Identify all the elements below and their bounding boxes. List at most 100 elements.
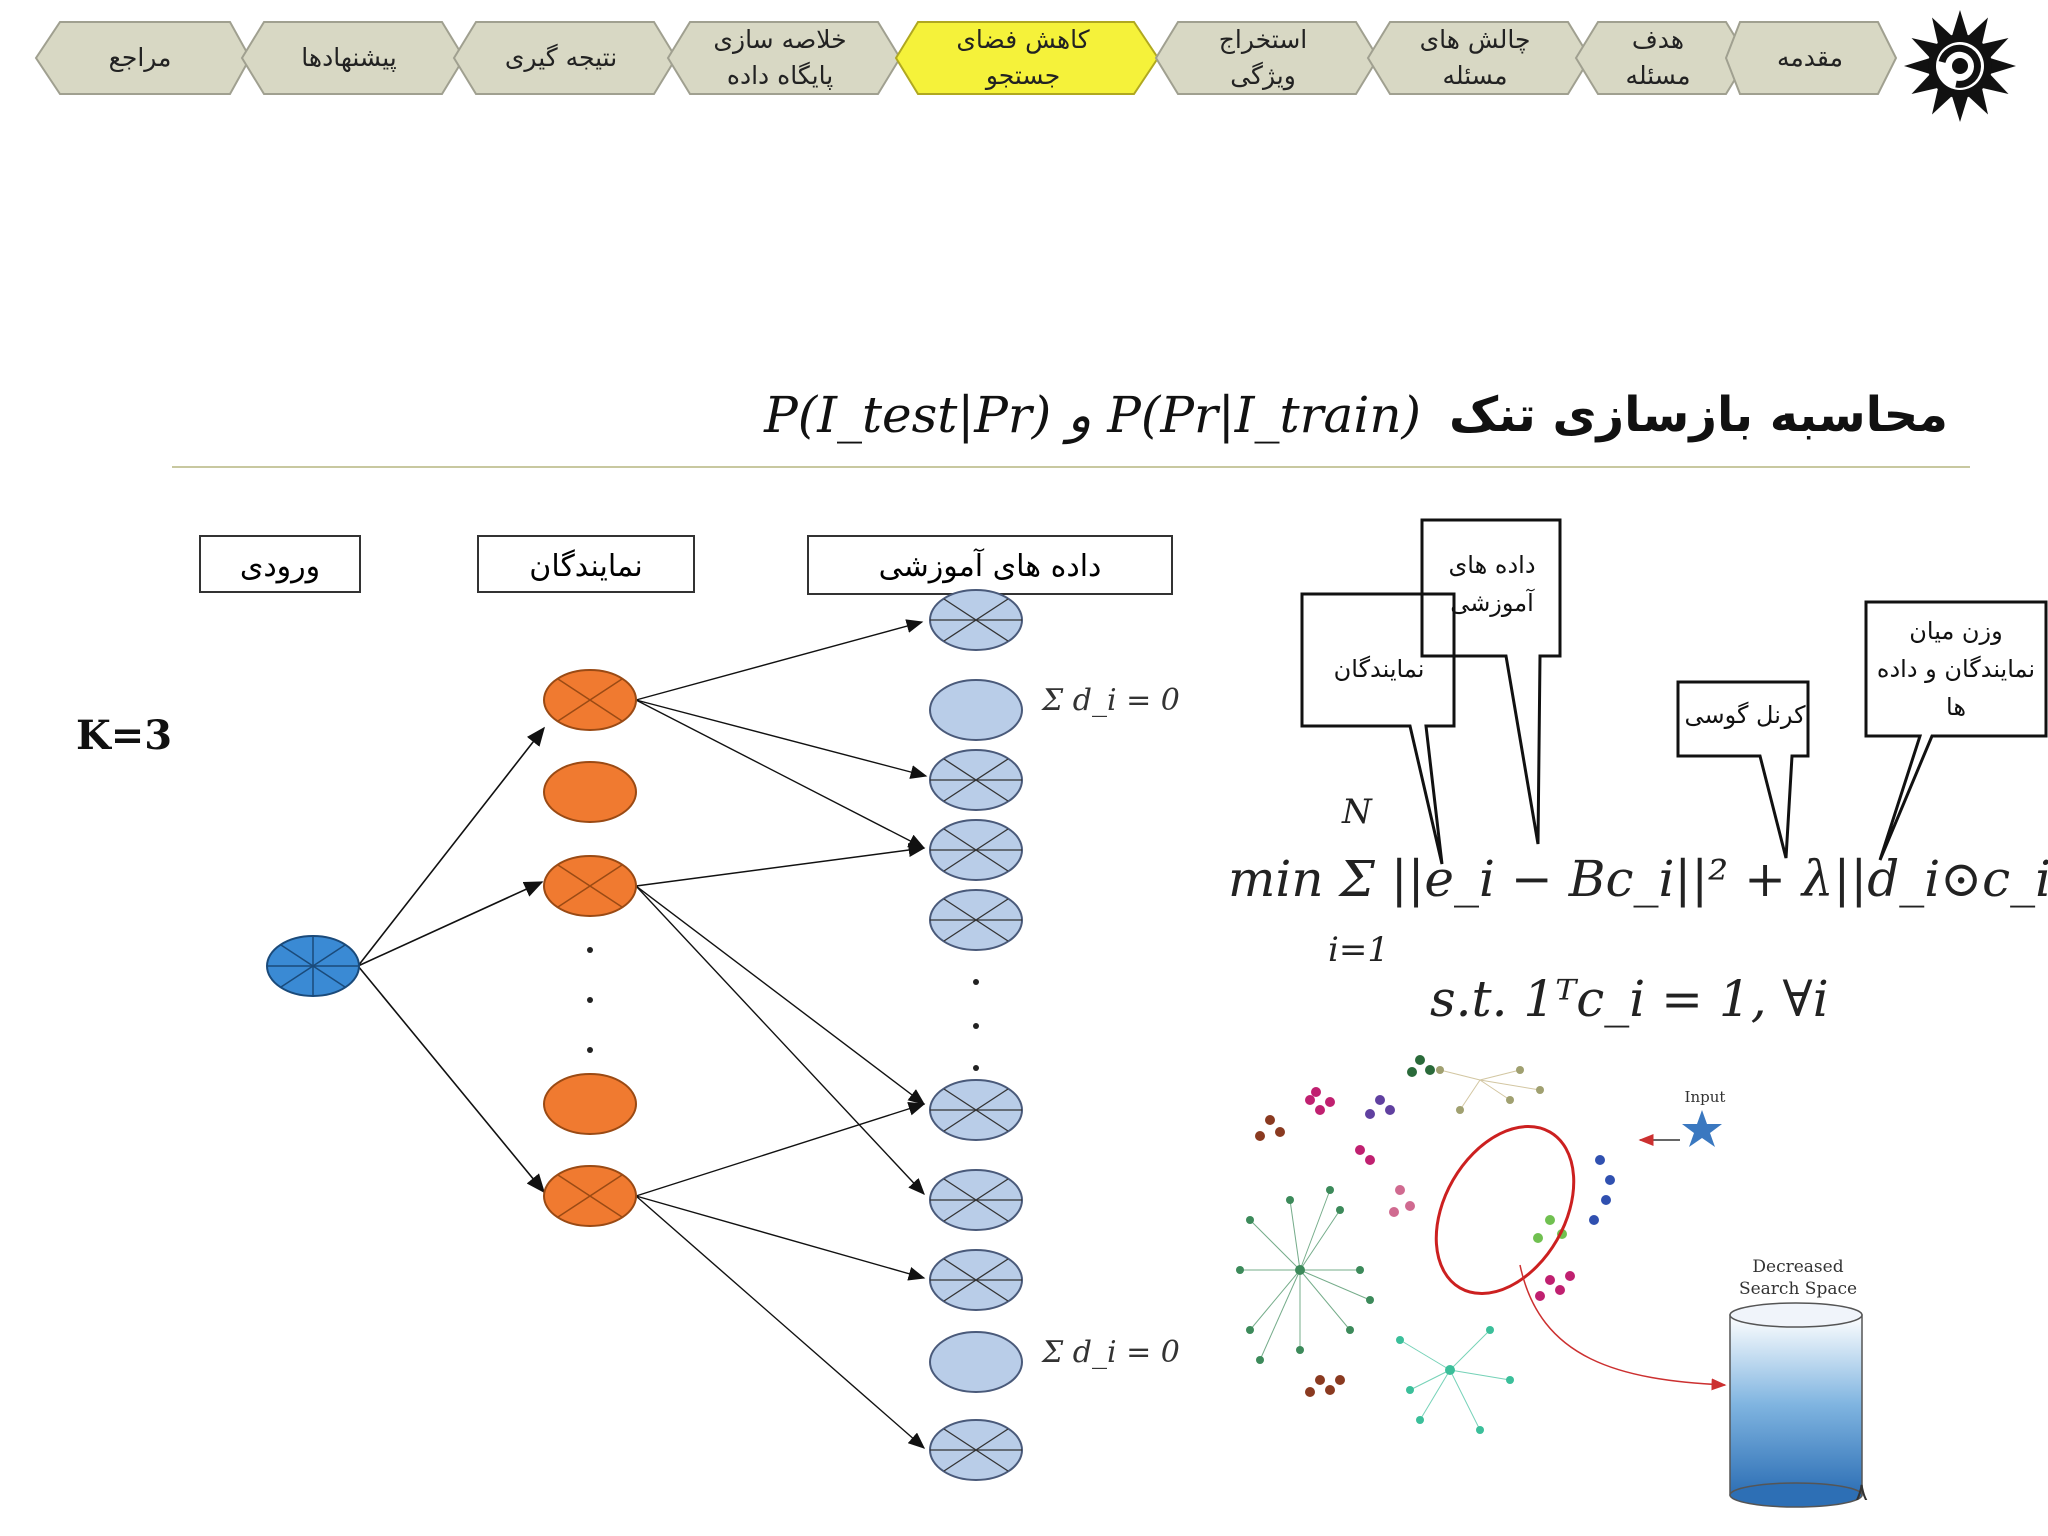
callout-weight-line1: وزن میان (1909, 617, 2003, 645)
rep-node (543, 1165, 637, 1227)
nav-label: استخراج (1218, 25, 1308, 54)
nav-arrow-shape (1574, 21, 1748, 95)
cluster-figure: Input Decreased Search Space (1236, 1055, 1863, 1508)
callout-train-shape (1420, 518, 1562, 845)
nav-tab-references[interactable]: مراجع (30, 18, 250, 98)
callout-train-line2: آموزشی (1450, 589, 1534, 617)
header-input: ورودی (240, 549, 320, 584)
rep-node (543, 1073, 637, 1135)
edge (635, 699, 926, 849)
nav-tab-db-summarization[interactable]: خلاصه سازی پایگاه داده (660, 18, 900, 98)
edge (635, 843, 926, 887)
nav-label-line2: مسئله (1625, 61, 1691, 90)
edge (635, 1195, 926, 1281)
input-label: Input (1685, 1088, 1726, 1106)
ellipsis-dot (587, 947, 593, 953)
callout-kernel: کرنل گوسی (1680, 696, 1810, 734)
edge (357, 726, 545, 967)
callout-weight: وزن میان نمایندگان و داده ها (1866, 612, 2046, 726)
edge (357, 881, 544, 967)
edge (357, 965, 546, 1194)
header-train-box (807, 535, 1173, 595)
nav-arrow-shape (1154, 21, 1378, 95)
nav-arrow-shape (240, 21, 464, 95)
input-node (266, 935, 360, 997)
rep-node (543, 669, 637, 731)
cluster-graph (1236, 1055, 1615, 1434)
constraint-equation: s.t. 1ᵀc_i = 1, ∀i (1430, 970, 1829, 1028)
ellipsis-dot (973, 1023, 979, 1029)
callout-weight-line3: ها (1946, 693, 1966, 721)
nav-tab-goal[interactable]: هدف مسئله (1568, 18, 1748, 98)
nav-tab-suggestions[interactable]: پیشنهادها (234, 18, 464, 98)
nav-label: چالش های (1419, 25, 1531, 54)
train-node (929, 889, 1023, 951)
star-icon (1682, 1110, 1722, 1147)
sum-constraint-top: Σ d_i = 0 (1041, 683, 1180, 718)
db-label-line2: Search Space (1739, 1279, 1857, 1299)
header-train: داده های آموزشی (879, 548, 1102, 584)
nav-label: پیشنهادها (301, 43, 397, 72)
nav-arrow-shape (34, 21, 250, 95)
slide-title-text: محاسبه بازسازی تنک (1449, 387, 1948, 443)
rep-node (543, 761, 637, 823)
callout-weight-line2: نمایندگان و داده (1876, 655, 2036, 683)
ellipsis-dot (973, 979, 979, 985)
db-label-line1: Decreased (1752, 1257, 1843, 1277)
title-divider (172, 466, 1970, 468)
nav-arrow-shape (452, 21, 676, 95)
nav-label-line2: جستجو (985, 61, 1061, 90)
header-reps: نمایندگان (529, 549, 642, 584)
callout-kernel-text: کرنل گوسی (1684, 701, 1806, 729)
ellipsis-dot (587, 997, 593, 1003)
train-node (929, 819, 1023, 881)
nav-tab-search-space-reduction[interactable]: کاهش فضای جستجو (888, 18, 1158, 98)
train-node (929, 749, 1023, 811)
callout-kernel-shape (1676, 680, 1810, 859)
network-diagram: ورودی نمایندگان داده های آموزشی (199, 535, 1180, 1481)
nav-tab-introduction[interactable]: مقدمه (1720, 18, 1900, 98)
selected-cluster-ring (1434, 1124, 1576, 1296)
callout-train: داده های آموزشی (1424, 546, 1560, 622)
k-value-label: K=3 (76, 712, 173, 759)
train-node (929, 679, 1023, 741)
train-node (929, 1249, 1023, 1311)
callout-reps-shape (1300, 592, 1456, 865)
university-logo (1904, 10, 2016, 122)
train-node (929, 1419, 1023, 1481)
edge (635, 619, 924, 701)
nav-label: خلاصه سازی (713, 25, 847, 54)
edge (635, 885, 925, 1196)
nav-arrow-shape (1366, 21, 1590, 95)
slide-title: محاسبه بازسازی تنک P(I_test|Pr) و P(Pr|I… (764, 370, 1948, 460)
ellipsis-dot (587, 1047, 593, 1053)
nav-tab-conclusion[interactable]: نتیجه گیری (446, 18, 676, 98)
nav-arrow-shape (666, 21, 900, 95)
sum-lower-limit: i=1 (1328, 930, 1389, 970)
sum-constraint-bottom: Σ d_i = 0 (1041, 1335, 1180, 1370)
header-input-box (199, 535, 361, 593)
sum-upper-limit: N (1342, 792, 1372, 832)
callout-reps-text: نمایندگان (1333, 655, 1425, 683)
nav-arrow-shape-active (894, 21, 1158, 95)
nav-label: مقدمه (1777, 43, 1843, 72)
nav-tab-feature-extraction[interactable]: استخراج ویژگی (1148, 18, 1378, 98)
nav-label-line2: پایگاه داده (726, 61, 834, 90)
ellipsis-dot (973, 1065, 979, 1071)
edge (635, 885, 926, 1105)
slide-number: ۸ (1855, 1478, 1868, 1506)
nav-label-line2: مسئله (1442, 61, 1508, 90)
callout-weight-shape (1864, 600, 2048, 861)
slide-title-formula: P(I_test|Pr) و P(Pr|I_train) (764, 386, 1422, 444)
edge (635, 1102, 926, 1197)
edge (635, 1195, 926, 1449)
callout-train-line1: داده های (1448, 551, 1536, 579)
nav-label: هدف (1631, 25, 1685, 54)
header-reps-box (477, 535, 695, 593)
callout-reps: نمایندگان (1304, 650, 1454, 688)
train-node (929, 1079, 1023, 1141)
nav-tab-challenges[interactable]: چالش های مسئله (1360, 18, 1590, 98)
nav-label-line2: ویژگی (1230, 61, 1296, 90)
nav-label: مراجع (108, 43, 172, 72)
optimization-equation: min Σ ||e_i − Bc_i||² + λ||d_i⊙c_i||² (1228, 850, 2048, 908)
